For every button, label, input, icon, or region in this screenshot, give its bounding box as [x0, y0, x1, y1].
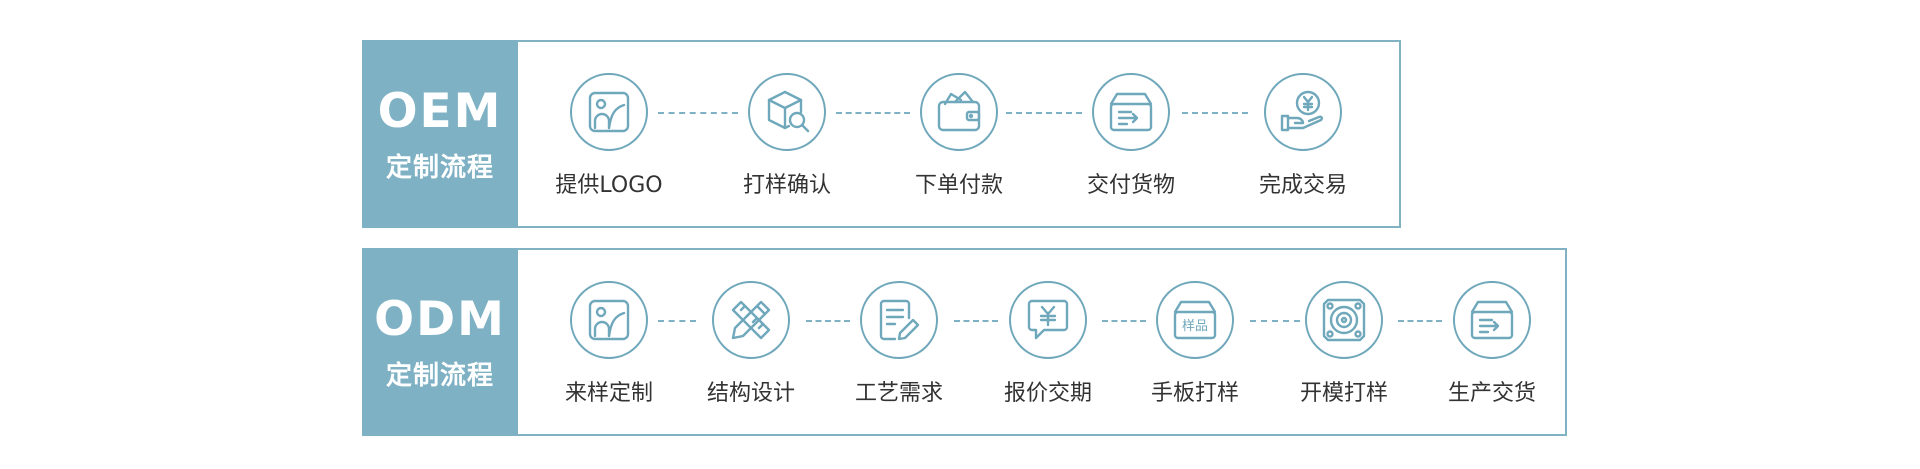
- odm-connector: [954, 320, 998, 322]
- oem-process-panel: OEM 定制流程 提供LOGO: [362, 40, 1401, 228]
- oem-connector: [658, 112, 738, 114]
- oem-step: 交付货物: [1061, 42, 1201, 199]
- odm-side-block: ODM 定制流程: [362, 248, 518, 436]
- odm-title: ODM: [374, 292, 506, 347]
- oem-subtitle: 定制流程: [385, 153, 494, 183]
- odm-step-circle: [1009, 281, 1087, 359]
- box-search-icon: [767, 90, 810, 133]
- odm-step: 报价交期: [978, 250, 1118, 407]
- odm-step-label: 生产交货: [1447, 381, 1536, 406]
- oem-step-circle: [1264, 73, 1342, 151]
- document-edit-icon: [879, 299, 920, 341]
- oem-connector: [836, 112, 910, 114]
- odm-step: 工艺需求: [829, 250, 969, 407]
- odm-step-label: 开模打样: [1299, 381, 1388, 406]
- delivery-box-icon: [1470, 300, 1514, 340]
- wallet-icon: [937, 90, 981, 132]
- odm-step-circle: [1453, 281, 1531, 359]
- sample-badge: 样品: [1182, 319, 1208, 334]
- odm-subtitle: 定制流程: [385, 361, 494, 391]
- odm-step: 来样定制: [539, 250, 679, 407]
- oem-connector: [1006, 112, 1082, 114]
- sample-box-icon: 样品: [1173, 300, 1217, 340]
- oem-steps: 提供LOGO 打样确认: [518, 42, 1399, 226]
- oem-step-label: 交付货物: [1086, 173, 1175, 198]
- odm-step: 样品 手板打样: [1125, 250, 1265, 407]
- odm-step-label: 结构设计: [706, 381, 795, 406]
- oem-step-circle: [570, 73, 648, 151]
- oem-step-circle: [920, 73, 998, 151]
- odm-step-label: 手板打样: [1150, 381, 1239, 406]
- odm-step: 生产交货: [1422, 250, 1562, 407]
- oem-step-label: 打样确认: [742, 173, 831, 198]
- odm-connector: [806, 320, 850, 322]
- pencil-ruler-icon: [731, 300, 771, 340]
- odm-steps: 来样定制 结构设计 工艺需求: [518, 250, 1565, 434]
- odm-step: 结构设计: [681, 250, 821, 407]
- oem-step-circle: [748, 73, 826, 151]
- oem-step: 完成交易: [1233, 42, 1373, 199]
- odm-step-label: 来样定制: [564, 381, 653, 406]
- oem-step-label: 提供LOGO: [555, 173, 663, 198]
- oem-step-circle: [1092, 73, 1170, 151]
- odm-connector: [658, 320, 696, 322]
- odm-connector: [1250, 320, 1300, 322]
- oem-title: OEM: [377, 84, 503, 139]
- oem-side-block: OEM 定制流程: [362, 40, 518, 228]
- image-icon: [588, 91, 630, 133]
- odm-connector: [1398, 320, 1442, 322]
- odm-step: 开模打样: [1274, 250, 1414, 407]
- yen-chat-icon: [1027, 299, 1069, 340]
- delivery-box-icon: [1109, 92, 1153, 132]
- odm-step-circle: [712, 281, 790, 359]
- odm-step-label: 报价交期: [1003, 381, 1092, 406]
- odm-step-label: 工艺需求: [854, 381, 943, 406]
- yen-hand-icon: [1280, 90, 1324, 132]
- odm-step-circle: [1305, 281, 1383, 359]
- mold-icon: [1322, 298, 1366, 342]
- oem-connector: [1182, 112, 1248, 114]
- oem-step-label: 完成交易: [1258, 173, 1347, 198]
- oem-step: 下单付款: [889, 42, 1029, 199]
- odm-step-circle: [570, 281, 648, 359]
- oem-step: 提供LOGO: [539, 42, 679, 199]
- odm-step-circle: 样品: [1156, 281, 1234, 359]
- oem-step-label: 下单付款: [914, 173, 1003, 198]
- odm-connector: [1102, 320, 1146, 322]
- oem-step: 打样确认: [717, 42, 857, 199]
- image-icon: [588, 299, 630, 341]
- odm-process-panel: ODM 定制流程 来样定制: [362, 248, 1567, 436]
- odm-step-circle: [860, 281, 938, 359]
